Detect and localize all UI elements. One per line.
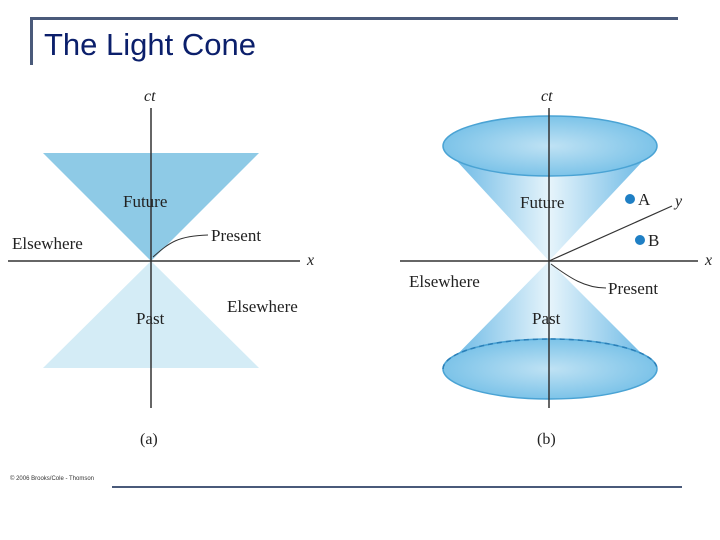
point-b-label: B [648,231,659,250]
y-label-b: y [673,193,683,210]
elsewhere-left-label-a: Elsewhere [12,234,83,253]
caption-b: (b) [537,431,556,448]
present-label-b: Present [608,279,658,298]
x-label-b: x [704,252,712,269]
y-axis-b [548,205,673,262]
future-cone-top-b [442,115,658,177]
slide-title: The Light Cone [44,27,256,62]
title-frame-top [30,17,678,20]
past-cone-hidden-edge-b [442,338,658,370]
footer-rule [112,486,682,488]
future-cone-b [443,146,657,261]
present-leader-b [550,263,607,289]
elsewhere-label-b: Elsewhere [409,272,480,291]
copyright-notice: © 2006 Brooks/Cole - Thomson [10,476,95,482]
future-label-b: Future [520,193,564,212]
event-point-b [635,235,645,245]
point-a-label: A [638,190,651,209]
ct-label-a: ct [144,88,156,105]
present-leader-a [152,234,209,258]
x-label-a: x [306,252,314,269]
present-label-a: Present [211,226,261,245]
ct-label-b: ct [541,88,553,105]
past-label-b: Past [532,309,561,328]
event-point-a [625,194,635,204]
diagram-b: ct x y Future Past Present Elsewhere A B… [400,88,712,448]
elsewhere-right-label-a: Elsewhere [227,297,298,316]
title-frame-left [30,17,33,65]
caption-a: (a) [140,431,158,448]
past-cone-b [443,261,657,369]
diagram-a: ct x Future Past Present Elsewhere Elsew… [8,88,314,448]
future-label-a: Future [123,192,167,211]
past-label-a: Past [136,309,165,328]
